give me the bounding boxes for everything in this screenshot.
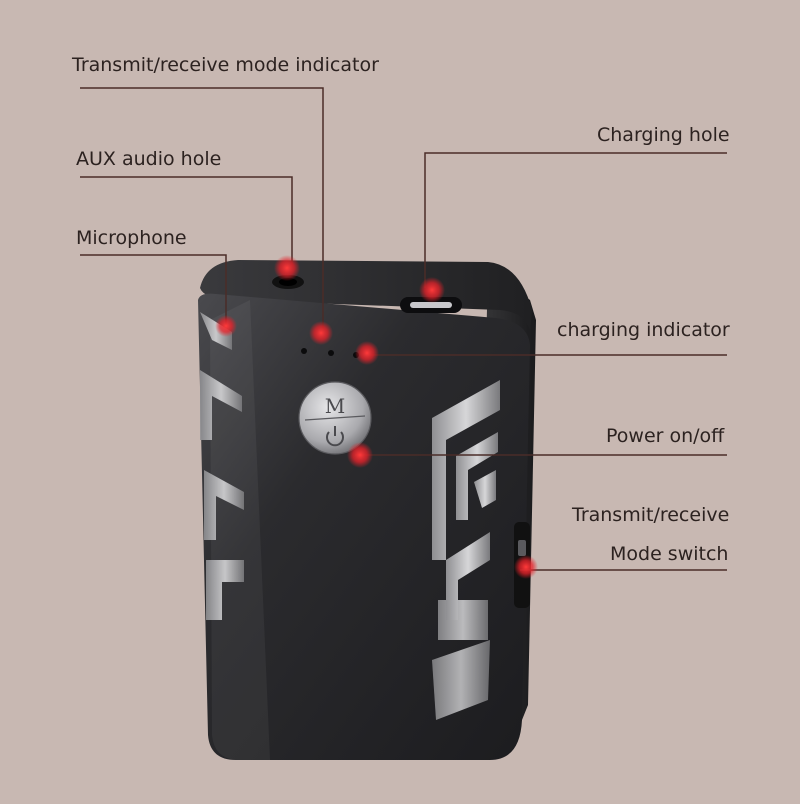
- usb-c-port: [400, 297, 462, 313]
- aux-marker: [274, 255, 300, 281]
- mode-switch-marker: [514, 555, 538, 579]
- mode-button-letter: M: [325, 394, 345, 418]
- left-chevron-decor: [200, 312, 244, 620]
- microphone-label: Microphone: [76, 227, 187, 249]
- microphone-marker: [215, 315, 237, 337]
- charging-indicator-marker: [355, 341, 379, 365]
- mode-switch-label: Mode switch: [610, 543, 729, 565]
- mode-indicator-marker: [309, 321, 333, 345]
- aux-audio-hole-label: AUX audio hole: [76, 148, 222, 170]
- charging-indicator-label: charging indicator: [557, 319, 730, 341]
- mode-power-button[interactable]: M: [298, 381, 372, 455]
- charging-hole-marker: [419, 277, 445, 303]
- charging-hole-label: Charging hole: [597, 124, 730, 146]
- highlight-markers: [215, 255, 538, 579]
- right-chevron-decor: [432, 380, 500, 720]
- power-marker: [347, 442, 373, 468]
- transmit-receive-label: Transmit/receive: [572, 504, 730, 526]
- power-on-off-label: Power on/off: [606, 425, 725, 447]
- leader-lines: [80, 87, 727, 571]
- power-icon: [326, 426, 344, 447]
- transmit-receive-mode-indicator-label: Transmit/receive mode indicator: [72, 54, 379, 76]
